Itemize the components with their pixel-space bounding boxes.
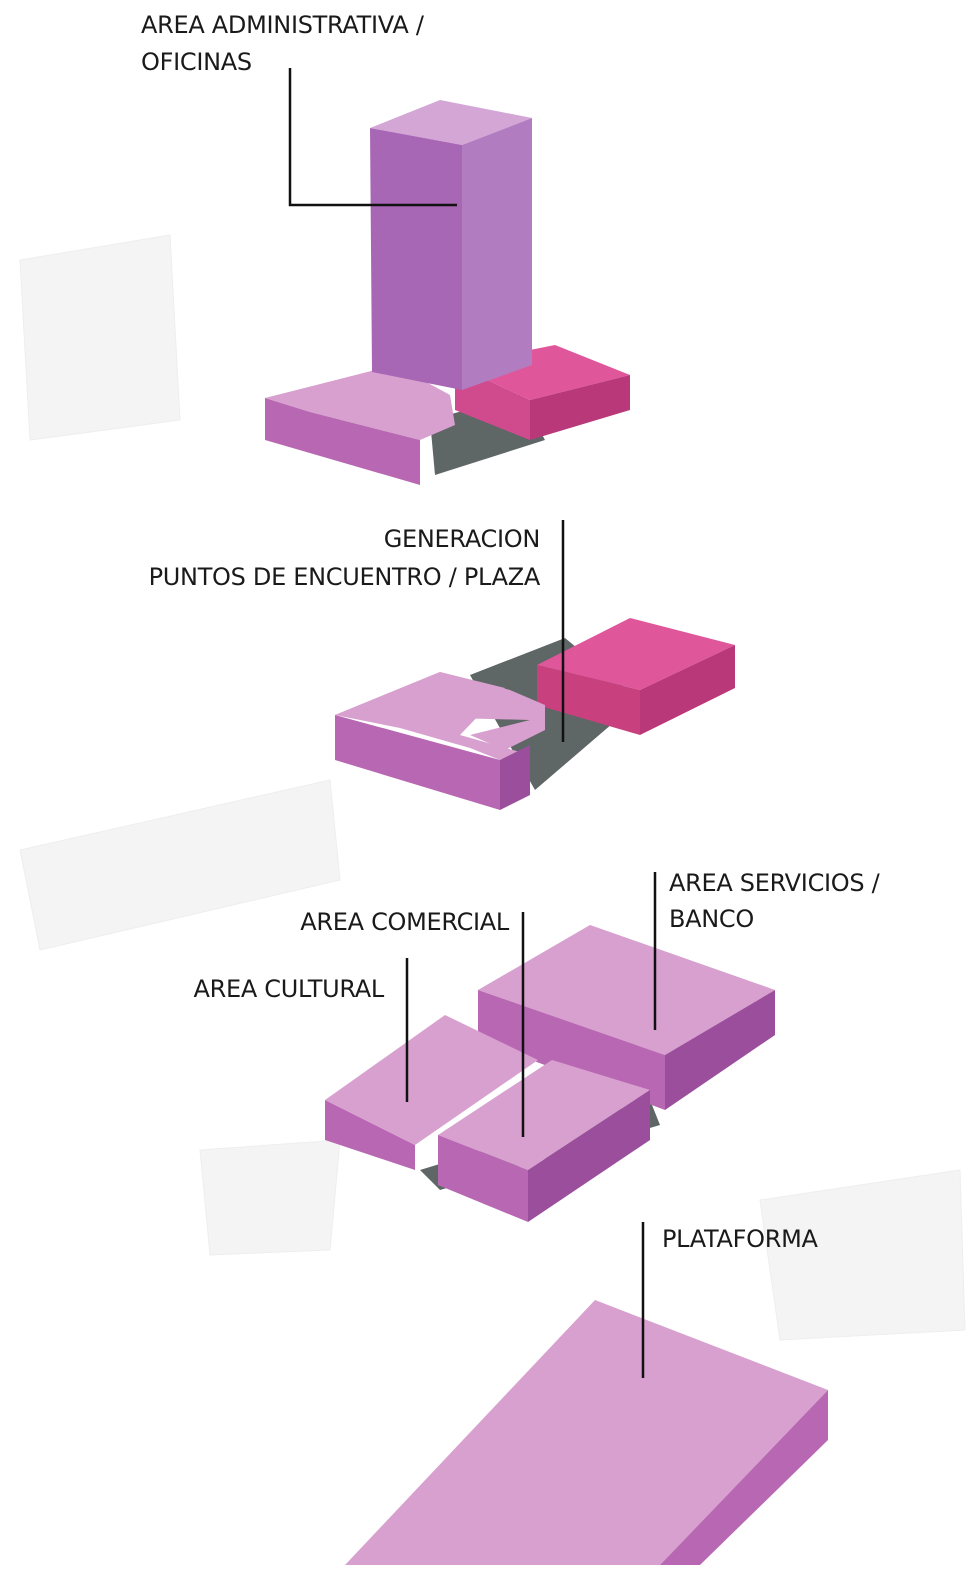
leader-oficinas bbox=[288, 68, 457, 207]
left-block-front bbox=[265, 398, 420, 485]
level-programa bbox=[325, 925, 775, 1222]
plataforma-top bbox=[345, 1300, 828, 1565]
label-plaza-line1: GENERACION bbox=[383, 525, 541, 553]
label-oficinas-line2: OFICINAS bbox=[141, 48, 252, 76]
plaza-magenta-top bbox=[537, 618, 735, 690]
plaza-l-side bbox=[500, 745, 530, 810]
label-oficinas-line1: AREA ADMINISTRATIVA / bbox=[141, 11, 424, 39]
plaza-l-top2 bbox=[335, 672, 520, 760]
servicios-top bbox=[478, 925, 775, 1055]
leader-lines bbox=[288, 68, 657, 1378]
context-ghosts bbox=[19, 234, 966, 1341]
level-oficinas bbox=[265, 100, 630, 485]
plaza-magenta-side bbox=[640, 645, 735, 735]
cultural-top bbox=[325, 1015, 538, 1145]
servicios-front bbox=[478, 990, 665, 1110]
label-plataforma: PLATAFORMA bbox=[662, 1225, 818, 1253]
comercial-front bbox=[438, 1135, 528, 1222]
plaza-l-front bbox=[335, 715, 500, 810]
servicios-side bbox=[665, 990, 775, 1110]
left-block-top bbox=[265, 365, 455, 440]
label-cultural: AREA CULTURAL bbox=[193, 975, 384, 1003]
label-plaza-line2: PUNTOS DE ENCUENTRO / PLAZA bbox=[148, 563, 541, 591]
tower-front bbox=[370, 128, 462, 390]
comercial-top bbox=[438, 1060, 650, 1170]
right-block-side bbox=[530, 375, 630, 440]
label-servicios-line1: AREA SERVICIOS / bbox=[669, 869, 880, 897]
label-comercial: AREA COMERCIAL bbox=[300, 908, 509, 936]
label-servicios-line2: BANCO bbox=[669, 905, 754, 933]
level-plaza bbox=[335, 618, 735, 810]
comercial-side bbox=[528, 1090, 650, 1222]
tower-top bbox=[370, 100, 532, 145]
level-plataforma bbox=[345, 1300, 828, 1565]
plataforma-side bbox=[660, 1390, 828, 1565]
tower-side bbox=[462, 118, 532, 390]
cultural-front bbox=[325, 1100, 415, 1170]
